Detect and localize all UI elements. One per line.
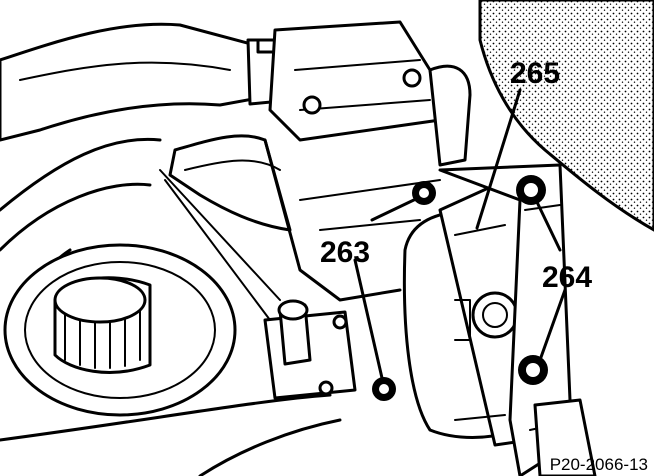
- leader-263-upper: [370, 196, 420, 222]
- stippled-housing: [478, 0, 654, 232]
- sensor-bracket: [263, 299, 357, 400]
- upper-hose: [0, 22, 277, 142]
- lower-edge: [0, 393, 332, 442]
- leader-264-upper: [534, 198, 562, 252]
- bolt-264-lower: [518, 355, 548, 385]
- coolant-pipe: [168, 134, 292, 232]
- bolt-264-upper: [516, 175, 546, 205]
- leader-263-lower: [353, 258, 384, 380]
- thermostat-housing: [268, 20, 442, 142]
- callout-264: 264: [542, 261, 592, 294]
- bolt-263-lower: [372, 377, 396, 401]
- right-hose: [428, 64, 472, 167]
- callout-263: 263: [320, 236, 370, 269]
- bolt-263-upper: [412, 181, 436, 205]
- mounting-bracket: [438, 163, 572, 476]
- lower-rail: [198, 418, 342, 476]
- leader-264-lower: [538, 288, 567, 362]
- leader-265: [475, 88, 522, 230]
- figure-reference: P20-2066-13: [550, 455, 648, 474]
- filler-cap: [3, 243, 237, 417]
- callout-265: 265: [510, 57, 560, 90]
